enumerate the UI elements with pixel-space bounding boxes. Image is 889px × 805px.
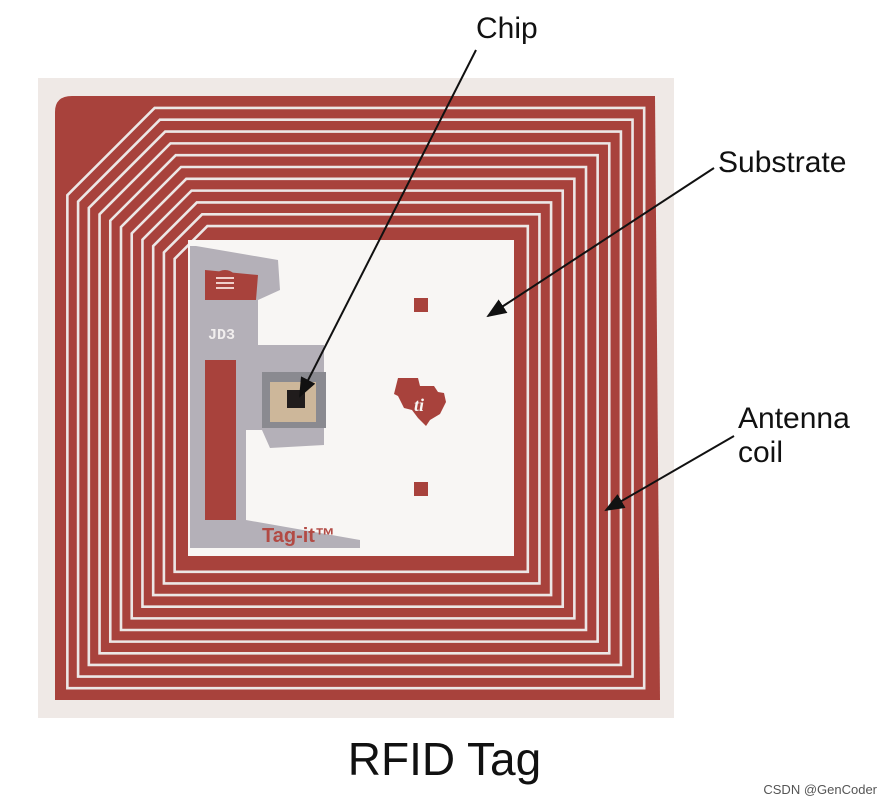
ti-mark: ti xyxy=(414,395,424,415)
figure-caption: RFID Tag xyxy=(0,732,889,786)
antenna-label: Antenna coil xyxy=(738,402,850,470)
chip-label: Chip xyxy=(476,12,538,46)
substrate-label: Substrate xyxy=(718,146,846,180)
antenna-label-line2: coil xyxy=(738,436,850,470)
registration-mark xyxy=(414,482,428,496)
brand-label: Tag-it™ xyxy=(262,525,335,547)
antenna-label-line1: Antenna xyxy=(738,402,850,436)
credit-watermark: CSDN @GenCoder xyxy=(763,782,877,797)
tag-code: JD3 xyxy=(208,327,235,344)
copper-trace xyxy=(205,360,236,520)
registration-mark xyxy=(414,298,428,312)
